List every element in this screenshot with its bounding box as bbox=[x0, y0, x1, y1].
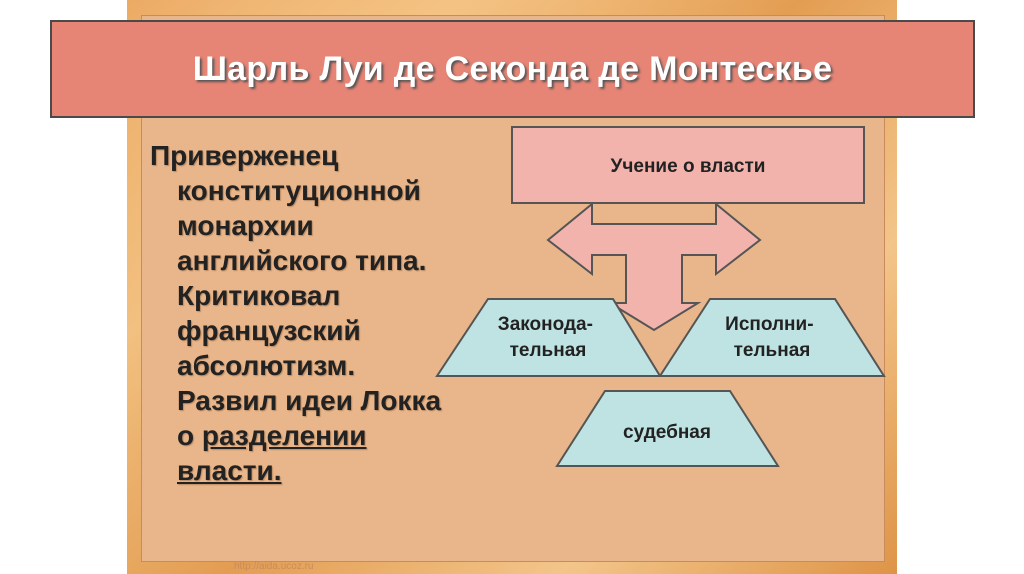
legislative-label-line1: Законода- bbox=[498, 314, 593, 335]
body-text: Приверженец конституционной монархии анг… bbox=[150, 138, 520, 488]
body-line: абсолютизм. bbox=[177, 350, 356, 381]
body-line-prefix: о bbox=[177, 420, 202, 451]
executive-label: Исполни- тельная bbox=[725, 314, 819, 361]
body-line: Критиковал bbox=[177, 280, 341, 311]
body-line: Развил идеи Локка bbox=[177, 385, 442, 416]
judicial-label: судебная bbox=[623, 422, 711, 443]
executive-label-line1: Исполни- bbox=[725, 314, 813, 335]
top-box bbox=[511, 126, 865, 204]
body-line: монархии bbox=[177, 210, 314, 241]
underlined-term: разделении bbox=[201, 420, 367, 451]
body-line: английского типа. bbox=[177, 245, 427, 276]
body-line: о разделении bbox=[150, 418, 520, 453]
body-line: конституционной bbox=[177, 175, 421, 206]
slide-title: Шарль Луи де Секонда де Монтескье bbox=[192, 49, 833, 88]
legislative-label-line2: тельная bbox=[510, 340, 587, 361]
top-box-label: Учение о власти bbox=[611, 156, 766, 177]
watermark: http://aida.ucoz.ru bbox=[234, 561, 314, 572]
underlined-term: власти. bbox=[177, 455, 282, 486]
judicial-trapezoid bbox=[555, 390, 780, 467]
body-line: власти. bbox=[150, 453, 520, 488]
executive-trapezoid bbox=[658, 298, 886, 377]
body-line: французский bbox=[177, 315, 361, 346]
body-line: Приверженец bbox=[150, 140, 339, 171]
branch-arrow bbox=[546, 201, 762, 332]
legislative-label: Законода- тельная bbox=[498, 314, 598, 361]
title-box: Шарль Луи де Секонда де Монтескье bbox=[50, 20, 975, 118]
executive-label-line2: тельная bbox=[734, 340, 811, 361]
